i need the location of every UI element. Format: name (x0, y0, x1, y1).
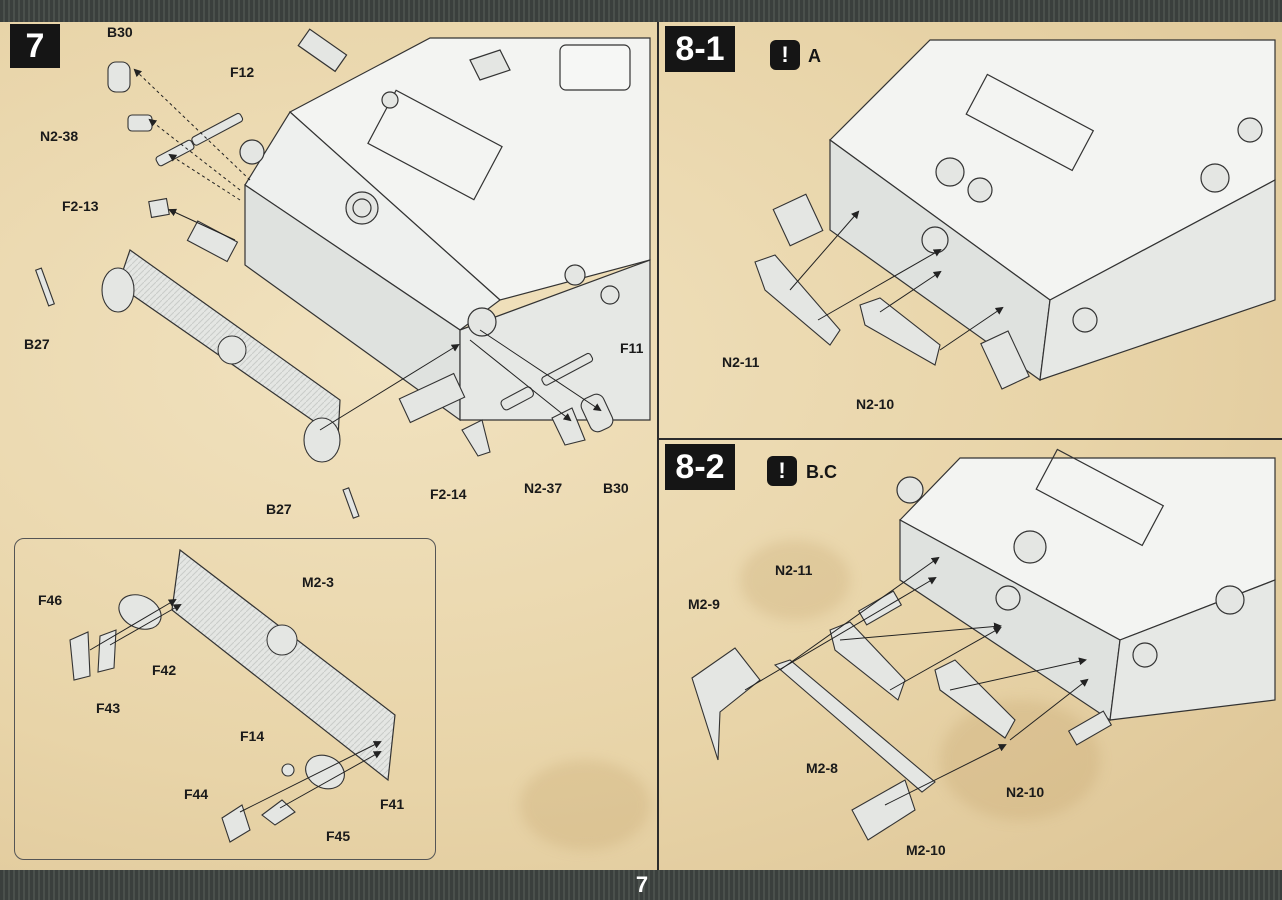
sub-plate-boss (266, 624, 298, 656)
step7-small-parts (34, 61, 614, 519)
callout-f41: F41 (380, 796, 405, 812)
step8-1-guide-arrows (789, 210, 1004, 351)
sub-guide-arrows (89, 598, 382, 813)
horizontal-divider (659, 438, 1282, 440)
sub-plate (171, 548, 396, 782)
step7-plate-boss (217, 335, 247, 365)
callout-f12: F12 (230, 64, 255, 80)
step8-2-hull (896, 448, 1276, 722)
vertical-divider (657, 22, 659, 870)
paper-stain (740, 540, 850, 620)
callout-m2-10: M2-10 (906, 842, 946, 858)
callout-n2-10: N2-10 (856, 396, 895, 412)
callout-f42: F42 (152, 662, 177, 678)
callout-f2-14: F2-14 (430, 486, 467, 502)
callout-n2-11: N2-11 (722, 354, 760, 370)
callout-b30: B30 (107, 24, 133, 40)
callout-b30: B30 (603, 480, 629, 496)
step-number-7: 7 (10, 24, 60, 68)
callout-n2-37: N2-37 (524, 480, 563, 496)
callout-b27: B27 (266, 501, 292, 517)
paper-stain (520, 760, 650, 850)
step7-guide-arrows (133, 68, 602, 431)
callout-m2-8: M2-8 (806, 760, 838, 776)
page-number: 7 (635, 872, 649, 897)
step-number-8-1: 8-1 (665, 26, 735, 72)
callout-f43: F43 (96, 700, 121, 716)
callout-f46: F46 (38, 592, 63, 608)
callout-f2-13: F2-13 (62, 198, 99, 214)
assembly-illustrations (34, 28, 1276, 843)
step8-1-hull (829, 39, 1276, 382)
callout-f45: F45 (326, 828, 351, 844)
step8-1-variant-note: A (808, 46, 821, 66)
step8-2-parts (691, 590, 1113, 841)
callout-f44: F44 (184, 786, 209, 802)
paper-stain (940, 700, 1100, 820)
callout-b27: B27 (24, 336, 50, 352)
step8-2-variant-note: B.C (806, 462, 837, 482)
step8-2-guide-arrows (744, 556, 1089, 806)
bottom-border-band (0, 870, 1282, 900)
callout-n2-38: N2-38 (40, 128, 79, 144)
callout-m2-3: M2-3 (302, 574, 334, 590)
subassembly-frame (14, 538, 436, 860)
warning-icon: ! (767, 456, 797, 486)
step8-1-parts (754, 193, 1030, 390)
callout-f11: F11 (620, 340, 644, 356)
top-border-band (0, 0, 1282, 22)
callout-f14: F14 (240, 728, 265, 744)
callout-n2-11: N2-11 (775, 562, 813, 578)
callout-n2-10: N2-10 (1006, 784, 1045, 800)
callout-m2-9: M2-9 (688, 596, 720, 612)
warning-icon: ! (770, 40, 800, 70)
step-number-8-2: 8-2 (665, 444, 735, 490)
